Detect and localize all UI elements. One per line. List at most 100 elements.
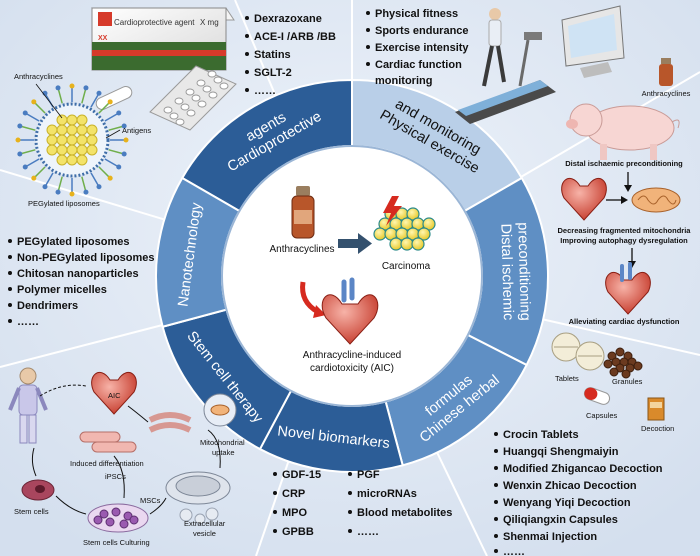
liposome-ligand [90, 92, 100, 108]
herbal-item-3: Wenxin Zhicao Decoction [503, 480, 637, 492]
nano-item-2: Chitosan nanoparticles [17, 268, 139, 280]
biomarker-col2-2: Blood metabolites [357, 507, 452, 519]
liposome-drug [76, 144, 88, 156]
blister-pill [186, 109, 196, 117]
blister-pill [169, 112, 179, 120]
liposome-drug [66, 154, 78, 166]
nano-item-1: Non-PEGylated liposomes [17, 252, 155, 264]
biomarker-list-col1: GDF-15 CRP MPO GPBB [273, 469, 321, 538]
granules-illustration [603, 347, 643, 379]
exercise-list: Physical fitness Sports endurance Exerci… [366, 8, 469, 87]
decoction-label: Decoction [641, 424, 674, 433]
liposome-ligand-head [69, 191, 75, 197]
box-label: Cardioprotective agent [114, 18, 195, 27]
cardio-item-1: ACE-I /ARB /BB [254, 31, 336, 43]
right-arrow-icon [338, 233, 372, 254]
liposome-drug [46, 144, 58, 156]
nano-list: PEGylated liposomes Non-PEGylated liposo… [8, 236, 155, 328]
tablets-label: Tablets [555, 374, 579, 383]
liposome-ligand-head [96, 184, 102, 190]
blister-pill [185, 88, 195, 96]
carcinoma-cell [417, 227, 431, 241]
nano-anthracyclines-label: Anthracyclines [14, 72, 63, 81]
liposome-ligand-head [55, 189, 61, 195]
ev-dish-icon [165, 471, 231, 525]
granule [621, 369, 631, 379]
liposome-ligand [98, 101, 111, 114]
liposome-ligand [104, 112, 120, 122]
herbal-item-7: …… [503, 546, 525, 556]
liposome-ligand-head [17, 123, 23, 129]
liposome-ligand-head [107, 99, 113, 105]
down-red-arrow-icon [300, 281, 326, 318]
biomarker-col2-3: …… [357, 526, 379, 538]
tablets-illustration [551, 332, 605, 371]
liposome-drug [66, 114, 78, 126]
segment-label-distal-1: Distal ischemic [497, 223, 516, 320]
nano-antigens-label: Antigens [122, 126, 151, 135]
herbal-item-6: Shenmai Injection [503, 531, 597, 543]
ev-label-1: Extracellular [184, 519, 226, 528]
liposome-ligand-head [96, 90, 102, 96]
liposome-drug [46, 134, 58, 146]
liposome-ligand [24, 112, 40, 122]
exercise-item-1: Sports endurance [375, 25, 469, 37]
granules-label: Granules [612, 377, 643, 386]
culture-dish-icon [87, 503, 149, 533]
culturing-label: Stem cells Culturing [83, 538, 150, 547]
biomarker-col1-0: GDF-15 [282, 469, 321, 481]
liposome-drug [66, 124, 78, 136]
pig-illustration [566, 103, 680, 160]
herbal-item-4: Wenyang Yiqi Decoction [503, 497, 631, 509]
liposome-drug [76, 114, 88, 126]
liposome-ligand [108, 149, 125, 155]
aic-label-line1: Anthracycline-induced [303, 350, 401, 361]
liposome-drug [56, 144, 68, 156]
aic-label-line2: cardiotoxicity (AIC) [310, 363, 394, 374]
liposome-ligand-head [22, 164, 28, 170]
liposome-ligand-head [17, 151, 23, 157]
blister-pill [191, 94, 201, 102]
monitor-illustration [561, 5, 625, 78]
heart-icon [321, 277, 379, 345]
liposome-ligand [44, 172, 54, 188]
granule [609, 367, 619, 377]
herbal-item-2: Modified Zhigancao Decoction [503, 463, 663, 475]
herbal-item-1: Huangqi Shengmaiyin [503, 446, 619, 458]
heart-healthy-icon [605, 262, 651, 315]
box-dose: X mg [200, 18, 219, 27]
liposome-drug [76, 134, 88, 146]
liposome-ligand [81, 176, 87, 193]
blister-pill [202, 85, 212, 93]
cardio-item-2: Statins [254, 49, 291, 61]
nano-item-3: Polymer micelles [17, 284, 107, 296]
liposome-ligand [81, 87, 87, 104]
cultured-cell [129, 515, 139, 525]
blister-pill [174, 97, 184, 105]
blister-pill [196, 79, 206, 87]
liposome-ligand [104, 158, 120, 168]
liposome-ligand-head [69, 83, 75, 89]
biomarker-col2-0: PGF [357, 469, 380, 481]
blister-pill [213, 76, 223, 84]
anthracyclines-label: Anthracyclines [269, 244, 334, 255]
liposome-drug [86, 134, 98, 146]
fibers-icon [148, 412, 192, 433]
capsules-label: Capsules [586, 411, 618, 420]
distal-step2b: Improving autophagy dysregulation [560, 236, 688, 245]
nano-item-4: Dendrimers [17, 300, 78, 312]
blister-pill [207, 70, 217, 78]
stem-cell-icon [21, 479, 55, 501]
liposome-drug [76, 124, 88, 136]
liposome-ligand-head [15, 137, 21, 143]
carcinoma-cell [411, 237, 425, 251]
pill-box: Cardioprotective agent X mg XX [91, 7, 235, 71]
pill-capsule-small [95, 86, 133, 110]
distal-step2a: Decreasing fragmented mitochondria [558, 226, 692, 235]
distal-step3: Alleviating cardiac dysfunction [569, 317, 680, 326]
distal-step1: Distal ischaemic preconditioning [565, 159, 683, 168]
aic-heart-label: AIC [108, 391, 121, 400]
liposome-ligand-head [83, 85, 89, 91]
heart-small-icon [561, 178, 607, 221]
